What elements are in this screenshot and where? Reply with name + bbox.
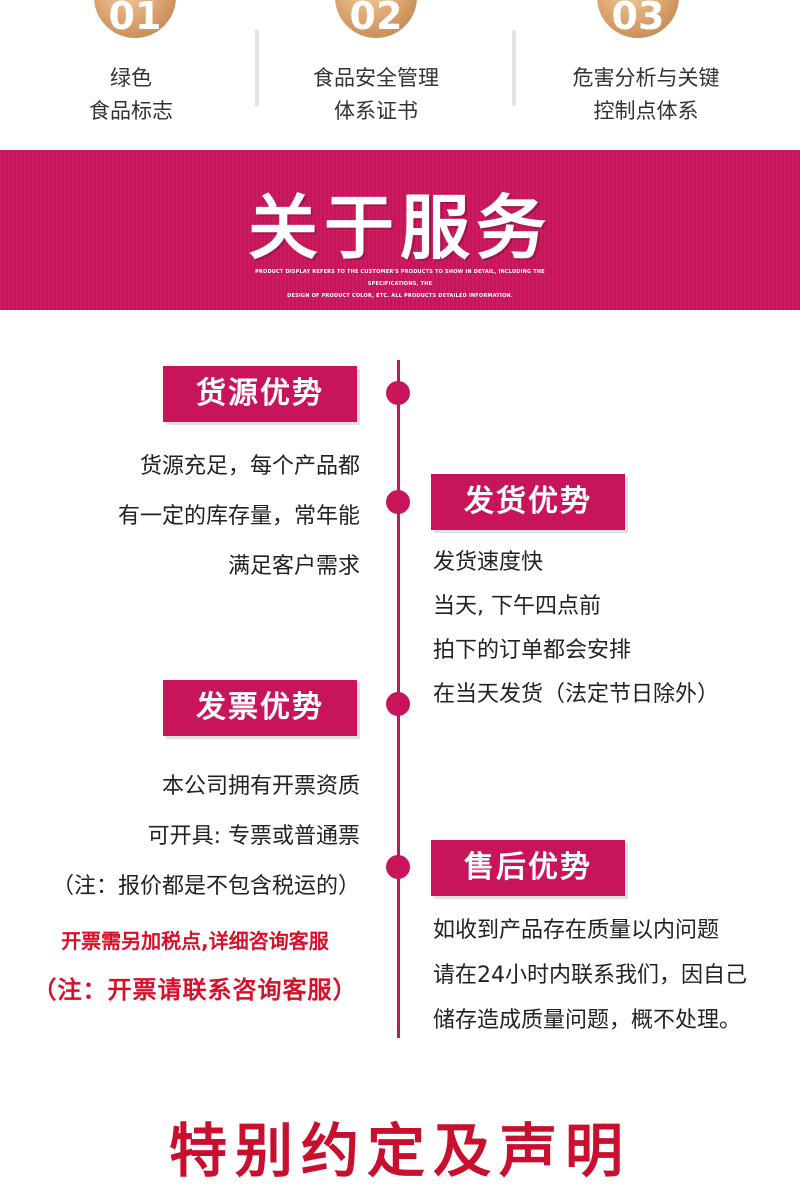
banner-subtitle-line: PRODUCT DISPLAY REFERS TO THE CUSTOMER'S…: [255, 269, 545, 287]
invoice-advantage-text: 本公司拥有开票资质 可开具: 专票或普通票 （注：报价都是不包含税运的）: [0, 762, 360, 912]
divider: [255, 30, 259, 106]
cert-number-badge: 03: [597, 0, 679, 38]
timeline-dot: [386, 855, 410, 879]
text-line: 货源充足，每个产品都: [139, 454, 360, 479]
invoice-contact-note: （注：开票请联系咨询客服）: [32, 976, 358, 1004]
aftersales-advantage-text: 如收到产品存在质量以内问题 请在24小时内联系我们，因自己 储存造成质量问题，概…: [433, 908, 793, 1043]
cert-label-line: 绿色: [110, 66, 152, 90]
timeline-dot: [386, 490, 410, 514]
supply-advantage-tag: 货源优势: [163, 366, 357, 422]
invoice-tax-note: 开票需另加税点,详细咨询客服: [61, 929, 329, 953]
cert-label-line: 食品标志: [89, 99, 173, 123]
text-line: 有一定的库存量，常年能: [117, 504, 360, 529]
cert-label-line: 危害分析与关键: [572, 66, 720, 90]
timeline-dot: [386, 381, 410, 405]
divider: [512, 30, 516, 106]
invoice-advantage-tag: 发票优势: [163, 680, 357, 736]
service-banner: 关于服务 PRODUCT DISPLAY REFERS TO THE CUSTO…: [0, 150, 800, 310]
text-line: （注：报价都是不包含税运的）: [51, 874, 360, 899]
text-line: 发货速度快: [433, 550, 544, 575]
text-line: 拍下的订单都会安排: [433, 638, 632, 663]
text-line: 本公司拥有开票资质: [161, 774, 360, 799]
cert-number-badge: 01: [94, 0, 176, 38]
text-line: 满足客户需求: [227, 554, 360, 579]
banner-subtitle-line: DESIGN OF PRODUCT COLOR, ETC. ALL PRODUC…: [287, 293, 513, 299]
text-line: 储存造成质量问题，概不处理。: [433, 1008, 742, 1033]
shipping-advantage-tag: 发货优势: [431, 474, 625, 530]
cert-label: 危害分析与关键 控制点体系: [536, 62, 756, 128]
banner-subtitle: PRODUCT DISPLAY REFERS TO THE CUSTOMER'S…: [240, 266, 560, 302]
text-line: 请在24小时内联系我们，因自己: [433, 963, 747, 988]
text-line: 当天, 下午四点前: [433, 594, 601, 619]
aftersales-advantage-tag: 售后优势: [431, 840, 625, 896]
timeline-dot: [386, 692, 410, 716]
cert-label-line: 食品安全管理: [313, 66, 439, 90]
text-line: 可开具: 专票或普通票: [147, 824, 360, 849]
cert-number-badge: 02: [335, 0, 417, 38]
supply-advantage-text: 货源充足，每个产品都 有一定的库存量，常年能 满足客户需求: [0, 442, 360, 592]
special-agreement-title: 特别约定及声明: [168, 1117, 631, 1185]
cert-label-line: 体系证书: [334, 99, 418, 123]
cert-label: 绿色 食品标志: [21, 62, 241, 128]
banner-title: 关于服务: [248, 187, 552, 269]
cert-label: 食品安全管理 体系证书: [266, 62, 486, 128]
shipping-advantage-text: 发货速度快 当天, 下午四点前 拍下的订单都会安排 在当天发货（法定节日除外）: [433, 541, 793, 717]
text-line: 在当天发货（法定节日除外）: [433, 682, 720, 707]
text-line: 如收到产品存在质量以内问题: [433, 918, 720, 943]
cert-label-line: 控制点体系: [593, 99, 699, 123]
